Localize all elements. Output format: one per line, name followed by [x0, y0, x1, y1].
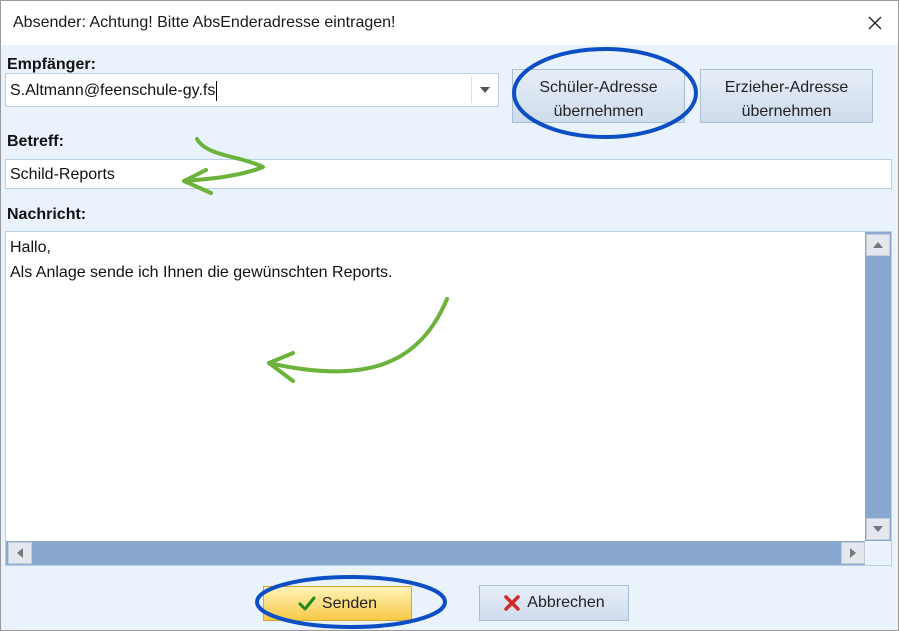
window-title: Absender: Achtung! Bitte AbsEnderadresse… [13, 14, 396, 31]
student-address-button[interactable]: Schüler-Adresse übernehmen [512, 69, 685, 123]
dialog-body: Empfänger: S.Altmann@feenschule-gy.fs Sc… [1, 45, 898, 630]
scroll-left-icon [17, 548, 23, 558]
student-address-label-line2: übernehmen [553, 103, 644, 120]
recipient-dropdown-button[interactable] [471, 77, 498, 103]
chevron-down-icon [480, 87, 490, 93]
scroll-down-icon [873, 526, 883, 532]
educator-address-label-line1: Erzieher-Adresse [724, 79, 849, 96]
scroll-up-icon [873, 242, 883, 248]
checkmark-icon [298, 596, 316, 610]
send-button[interactable]: Senden [263, 586, 412, 621]
close-icon [868, 16, 882, 30]
message-textarea[interactable]: Hallo, Als Anlage sende ich Ihnen die ge… [5, 231, 892, 566]
subject-input[interactable]: Schild-Reports [5, 159, 892, 189]
student-address-label-line1: Schüler-Adresse [539, 79, 658, 96]
message-line-1: Hallo, [10, 239, 51, 256]
scroll-up-button[interactable] [866, 234, 890, 256]
scroll-down-button[interactable] [866, 518, 890, 540]
educator-address-button[interactable]: Erzieher-Adresse übernehmen [700, 69, 873, 123]
subject-label: Betreff: [7, 133, 64, 150]
vertical-scrollbar[interactable] [865, 232, 891, 542]
close-button[interactable] [852, 1, 898, 45]
x-icon [504, 595, 521, 611]
recipient-label: Empfänger: [7, 56, 96, 73]
message-line-2: Als Anlage sende ich Ihnen die gewünscht… [10, 264, 393, 281]
cancel-label: Abbrechen [527, 594, 605, 611]
cancel-button[interactable]: Abbrechen [479, 585, 629, 621]
scroll-left-button[interactable] [8, 542, 32, 564]
educator-address-label-line2: übernehmen [741, 103, 832, 120]
message-label: Nachricht: [7, 206, 87, 223]
horizontal-scrollbar[interactable] [6, 541, 867, 565]
recipient-value: S.Altmann@feenschule-gy.fs [10, 81, 218, 101]
scroll-right-icon [850, 548, 856, 558]
recipient-combobox[interactable]: S.Altmann@feenschule-gy.fs [5, 73, 499, 107]
subject-value: Schild-Reports [10, 166, 115, 183]
send-label: Senden [321, 594, 378, 612]
scroll-right-button[interactable] [841, 542, 865, 564]
scrollbar-corner [865, 541, 891, 565]
title-bar: Absender: Achtung! Bitte AbsEnderadresse… [1, 1, 898, 45]
